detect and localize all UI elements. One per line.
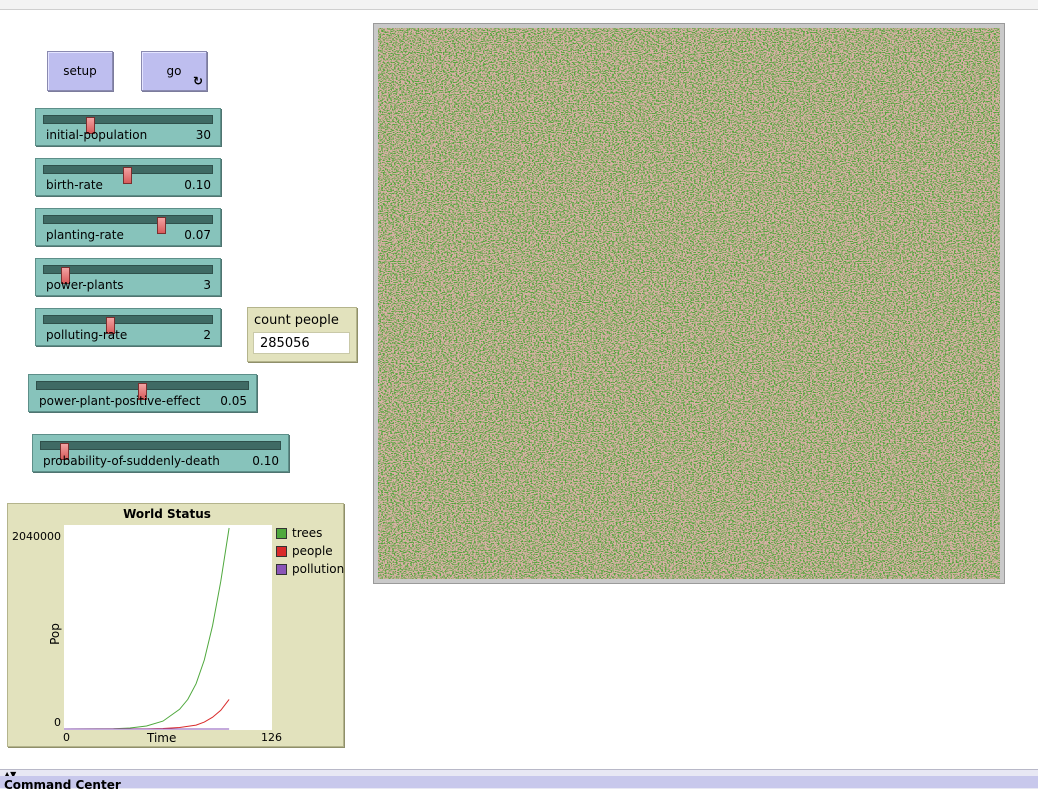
plot-x-max: 126: [261, 731, 282, 744]
slider-thumb[interactable]: [123, 167, 132, 184]
setup-button-label: setup: [63, 64, 97, 78]
legend-label: people: [292, 544, 333, 558]
slider-thumb[interactable]: [59, 443, 69, 460]
slider-value: 0.07: [184, 228, 211, 242]
legend-swatch: [276, 563, 287, 575]
monitor-label: count people: [254, 313, 339, 328]
world-patches: [378, 28, 1000, 579]
plot-y-min: 0: [54, 716, 61, 729]
slider-planting-rate[interactable]: planting-rate 0.07: [35, 208, 221, 246]
slider-label: polluting-rate: [46, 328, 128, 342]
series-line-people: [63, 699, 230, 730]
slider-thumb[interactable]: [137, 383, 147, 400]
plot-y-label: Pop: [47, 623, 62, 645]
slider-value: 0.10: [252, 454, 279, 468]
plot-x-min: 0: [63, 731, 70, 744]
slider-track[interactable]: [43, 215, 213, 234]
go-button-label: go: [166, 64, 182, 78]
slider-thumb[interactable]: [156, 217, 166, 234]
slider-label: probability-of-suddenly-death: [43, 454, 220, 468]
slider-track[interactable]: [36, 381, 249, 400]
slider-value: 2: [203, 328, 211, 342]
slider-track[interactable]: [43, 315, 213, 334]
plot-x-label: Time: [147, 731, 177, 745]
plot-canvas: [63, 525, 272, 730]
legend-item-trees: trees: [276, 524, 344, 542]
slider-label: power-plants: [46, 278, 124, 292]
plot-svg: [63, 527, 230, 730]
slider-thumb[interactable]: [60, 267, 70, 284]
slider-initial-population[interactable]: initial-population 30: [35, 108, 221, 146]
forever-loop-icon: ↻: [192, 74, 203, 88]
world-status-plot: World Status 2040000 0 Pop 0 Time 126 tr…: [7, 503, 344, 747]
slider-label: power-plant-positive-effect: [39, 394, 201, 408]
legend-item-people: people: [276, 542, 344, 560]
command-center-label: Command Center: [4, 778, 121, 792]
legend-label: pollution: [292, 562, 345, 576]
count-people-monitor: count people 285056: [247, 307, 357, 362]
monitor-value: 285056: [253, 332, 350, 354]
series-line-trees: [63, 527, 230, 730]
plot-y-max: 2040000: [12, 530, 61, 543]
slider-birth-rate[interactable]: birth-rate 0.10: [35, 158, 221, 196]
plot-legend: trees people pollution: [276, 524, 344, 578]
resize-arrows-icon[interactable]: ▲▼: [4, 770, 17, 779]
slider-value: 30: [195, 128, 211, 142]
slider-track[interactable]: [43, 115, 213, 134]
legend-swatch: [276, 527, 287, 539]
world-view[interactable]: [373, 23, 1005, 584]
slider-thumb[interactable]: [86, 117, 96, 134]
slider-polluting-rate[interactable]: polluting-rate 2: [35, 308, 221, 346]
slider-power-plants[interactable]: power-plants 3: [35, 258, 221, 296]
slider-track[interactable]: [43, 165, 213, 184]
slider-value: 0.10: [184, 178, 211, 192]
world-canvas[interactable]: [378, 28, 1000, 579]
top-toolbar-edge: [0, 0, 1038, 10]
slider-label: planting-rate: [46, 228, 124, 242]
setup-button[interactable]: setup: [47, 51, 113, 91]
go-button[interactable]: go ↻: [141, 51, 207, 91]
legend-label: trees: [292, 526, 323, 540]
slider-label: birth-rate: [46, 178, 103, 192]
slider-probability-of-suddenly-death[interactable]: probability-of-suddenly-death 0.10: [32, 434, 289, 472]
slider-label: initial-population: [46, 128, 148, 142]
legend-item-pollution: pollution: [276, 560, 344, 578]
slider-track[interactable]: [43, 265, 213, 284]
plot-title: World Status: [123, 507, 211, 521]
legend-swatch: [276, 545, 287, 557]
slider-track[interactable]: [40, 441, 281, 460]
slider-value: 3: [203, 278, 211, 292]
slider-value: 0.05: [220, 394, 247, 408]
slider-thumb[interactable]: [106, 317, 116, 334]
command-center-header[interactable]: Command Center: [0, 776, 1038, 792]
slider-power-plant-positive-effect[interactable]: power-plant-positive-effect 0.05: [28, 374, 257, 412]
